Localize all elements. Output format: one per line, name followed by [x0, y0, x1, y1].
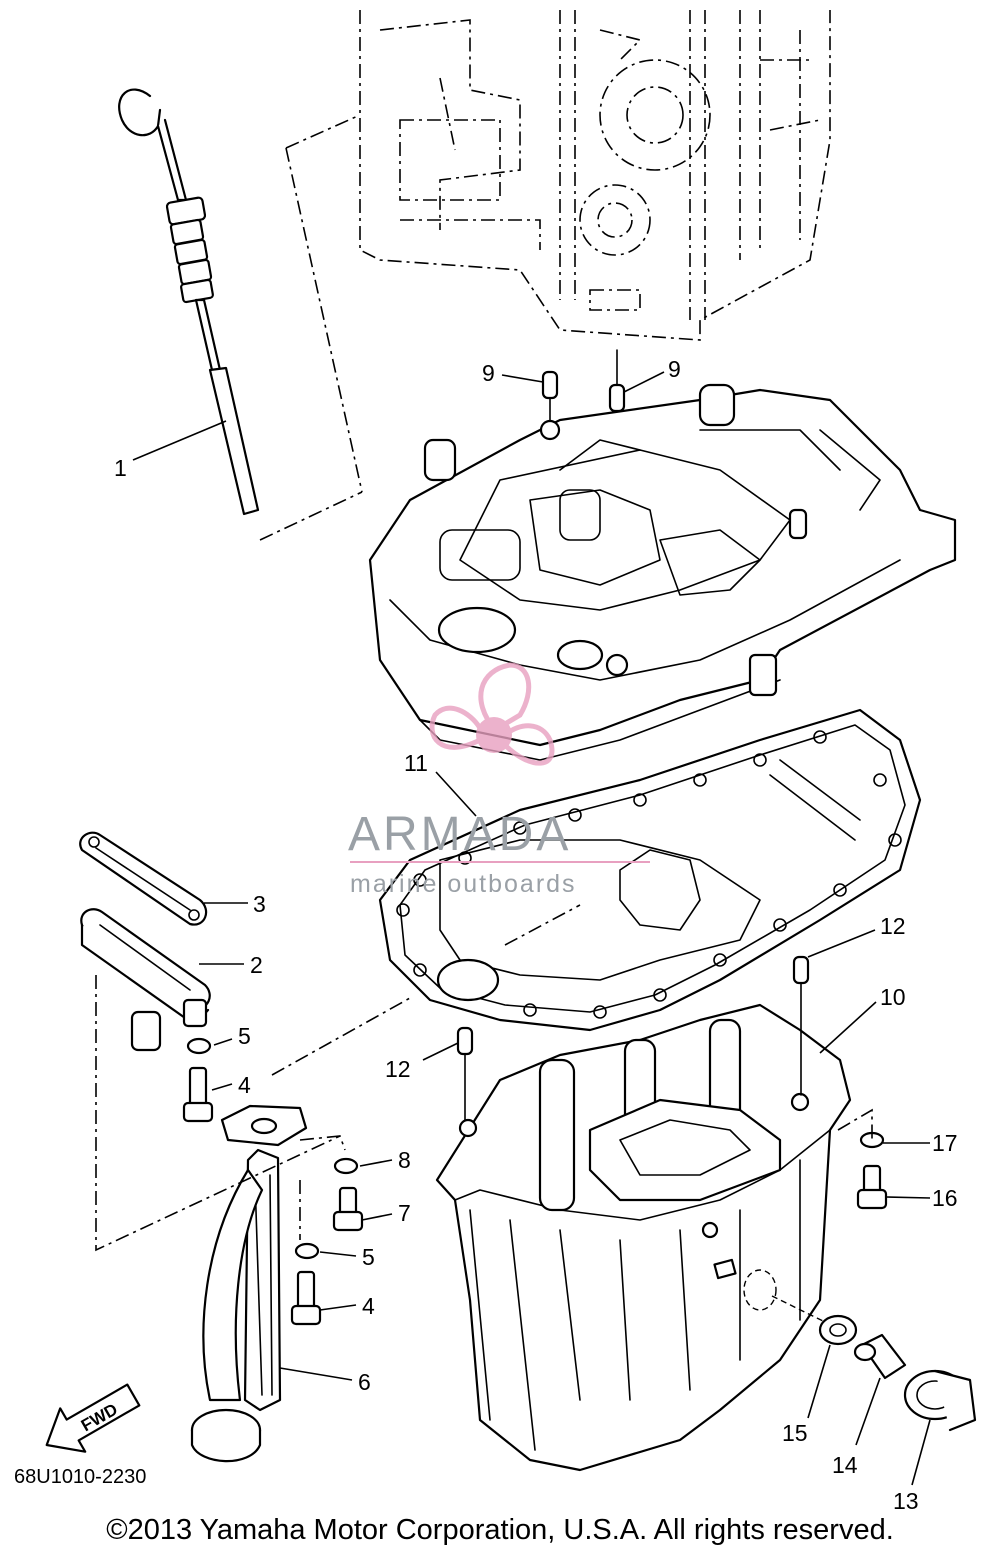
callout-12-left: 12 [385, 1056, 411, 1082]
callout-9-left: 9 [482, 360, 495, 386]
strainer-base-plate [80, 908, 211, 1052]
callout-17: 17 [932, 1130, 958, 1156]
callout-4-lower: 4 [362, 1293, 375, 1319]
callout-5-upper: 5 [238, 1023, 251, 1049]
callout-2: 2 [250, 952, 263, 978]
copyright-notice: ©2013 Yamaha Motor Corporation, U.S.A. A… [106, 1514, 894, 1546]
bolt-7 [332, 1186, 364, 1232]
pin-12-assembly-lines [464, 982, 802, 1121]
callout-1: 1 [114, 455, 127, 481]
bolt-16 [856, 1164, 888, 1210]
strainer-gasket [79, 831, 208, 926]
callout-13: 13 [893, 1488, 919, 1514]
assembly-line-block [439, 77, 456, 151]
callout-3: 3 [253, 891, 266, 917]
dowel-pin-9-right [608, 383, 626, 413]
oil-strainer [190, 1104, 308, 1463]
watermark-brand: ARMADA [348, 808, 571, 861]
reference-code: 68U1010-2230 [14, 1466, 147, 1488]
assembly-line-strainer-left [95, 975, 341, 1252]
callout-16: 16 [932, 1185, 958, 1211]
washer-5-lower [294, 1242, 320, 1260]
dowel-pin-12-right [792, 955, 810, 985]
callout-4-upper: 4 [238, 1072, 251, 1098]
callout-15: 15 [782, 1420, 808, 1446]
watermark-tagline: marine outboards [350, 870, 577, 898]
drain-cap-13 [903, 1369, 977, 1432]
oil-pan-upper-case [368, 383, 957, 761]
washer-5-upper [186, 1037, 212, 1055]
assembly-line-dipstick-bottom [259, 491, 363, 541]
propeller-logo-icon [429, 662, 555, 766]
armada-watermark: ARMADA marine outboards [348, 662, 650, 898]
callout-8: 8 [398, 1147, 411, 1173]
callout-9-right: 9 [668, 356, 681, 382]
callout-5-lower: 5 [362, 1244, 375, 1270]
callout-14: 14 [832, 1452, 858, 1478]
callout-leaders [132, 371, 931, 1486]
oil-pan-gasket [378, 708, 922, 1032]
callout-12-right: 12 [880, 913, 906, 939]
engine-block-outline [359, 10, 831, 341]
callout-11: 11 [404, 750, 428, 776]
assembly-line-strainer-right [299, 1135, 346, 1151]
assembly-line-bolt-16 [837, 1108, 873, 1140]
drain-gasket-15 [818, 1314, 858, 1346]
fwd-arrow: FWD [45, 1383, 141, 1453]
callout-6: 6 [358, 1369, 371, 1395]
drain-bolt-14 [853, 1333, 907, 1380]
assembly-line-dipstick-top [285, 114, 361, 149]
callout-7: 7 [398, 1200, 411, 1226]
bolt-4-lower [290, 1270, 322, 1326]
dipstick [118, 88, 260, 516]
dowel-pin-9-left [541, 370, 559, 400]
washer-8 [333, 1157, 359, 1175]
assembly-line-dipstick-right [285, 147, 363, 493]
dowel-pin-12-left [456, 1026, 474, 1056]
oil-pan [435, 1003, 852, 1472]
bolt-4-upper [182, 1066, 214, 1123]
callout-10: 10 [880, 984, 906, 1010]
